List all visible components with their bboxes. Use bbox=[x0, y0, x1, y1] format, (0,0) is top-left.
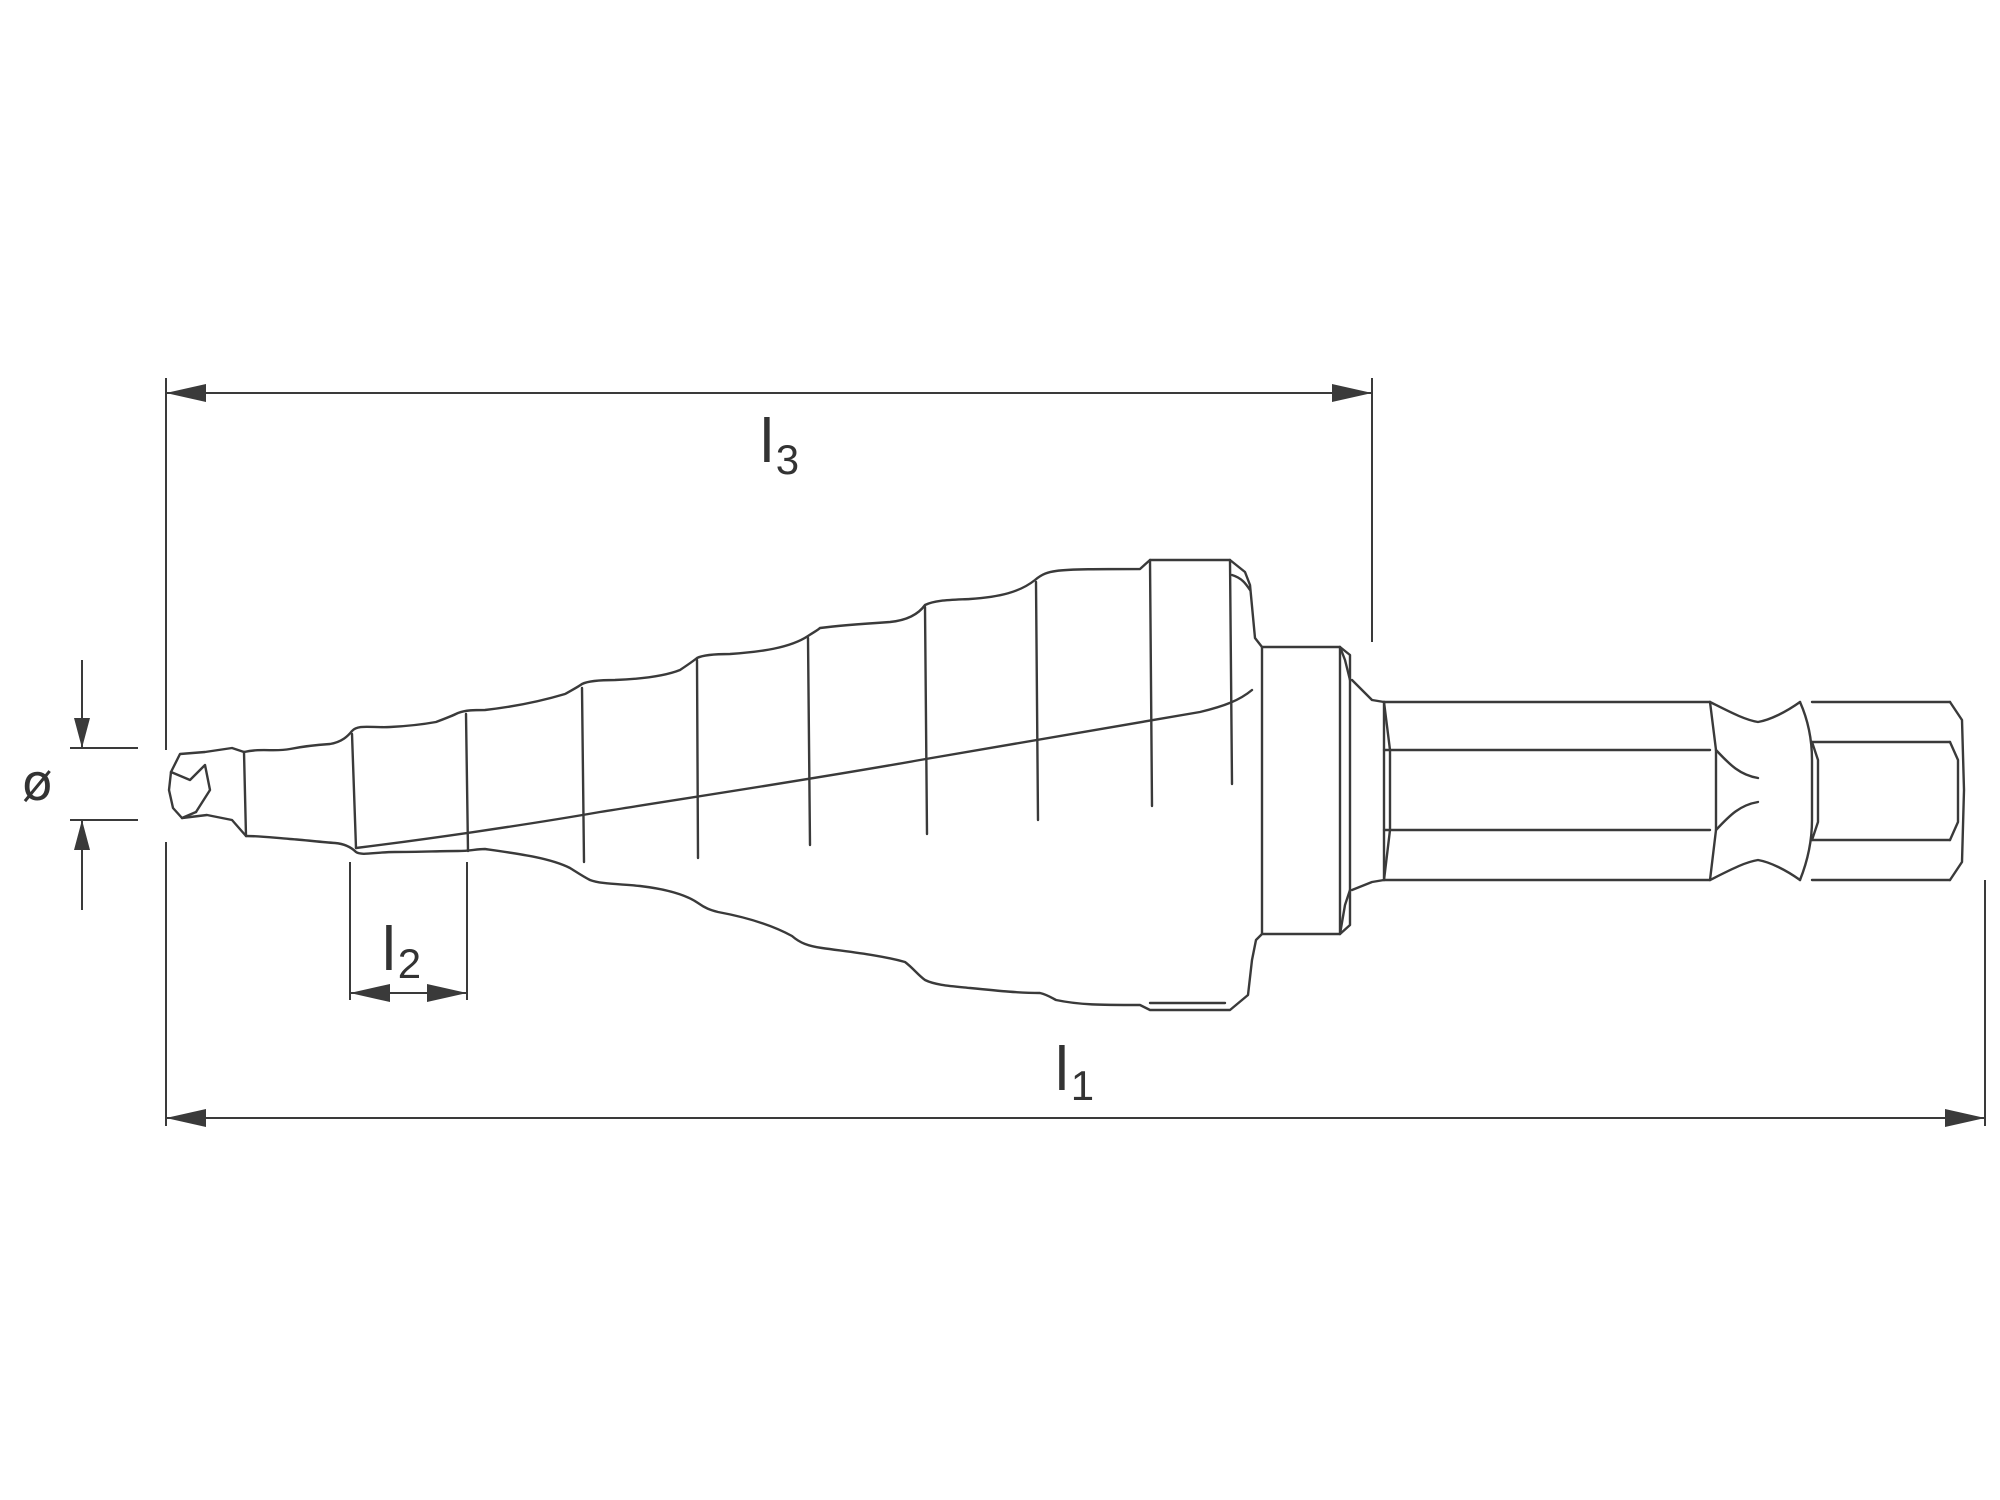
label-l2-sub: 2 bbox=[398, 940, 421, 987]
label-l1-sub: 1 bbox=[1071, 1062, 1094, 1109]
label-l2-main: l bbox=[382, 915, 396, 984]
svg-text:l2: l2 bbox=[382, 915, 421, 987]
dimension-l2: l2 bbox=[350, 915, 467, 1002]
hex-shank bbox=[1382, 700, 1718, 882]
svg-text:l1: l1 bbox=[1055, 1035, 1094, 1109]
drill-bit bbox=[167, 558, 1966, 1012]
hex-end bbox=[1810, 700, 1966, 882]
upper-flute-profile bbox=[242, 558, 1352, 754]
retention-groove bbox=[1708, 700, 1814, 882]
dimension-l1: l1 bbox=[166, 1035, 1985, 1127]
label-l3-sub: 3 bbox=[776, 436, 799, 483]
label-diameter: ø bbox=[22, 754, 53, 812]
step-edges bbox=[242, 558, 1234, 864]
drill-tip bbox=[167, 746, 248, 838]
dimension-diameter: ø bbox=[22, 660, 138, 910]
dimension-l3: l3 bbox=[166, 384, 1372, 483]
dimensions: l3 l2 l1 ø bbox=[22, 378, 1986, 1127]
label-l1-main: l bbox=[1055, 1035, 1069, 1104]
lower-flute-profile bbox=[244, 834, 1352, 1012]
svg-text:l3: l3 bbox=[760, 407, 799, 483]
label-l3-main: l bbox=[760, 407, 774, 476]
